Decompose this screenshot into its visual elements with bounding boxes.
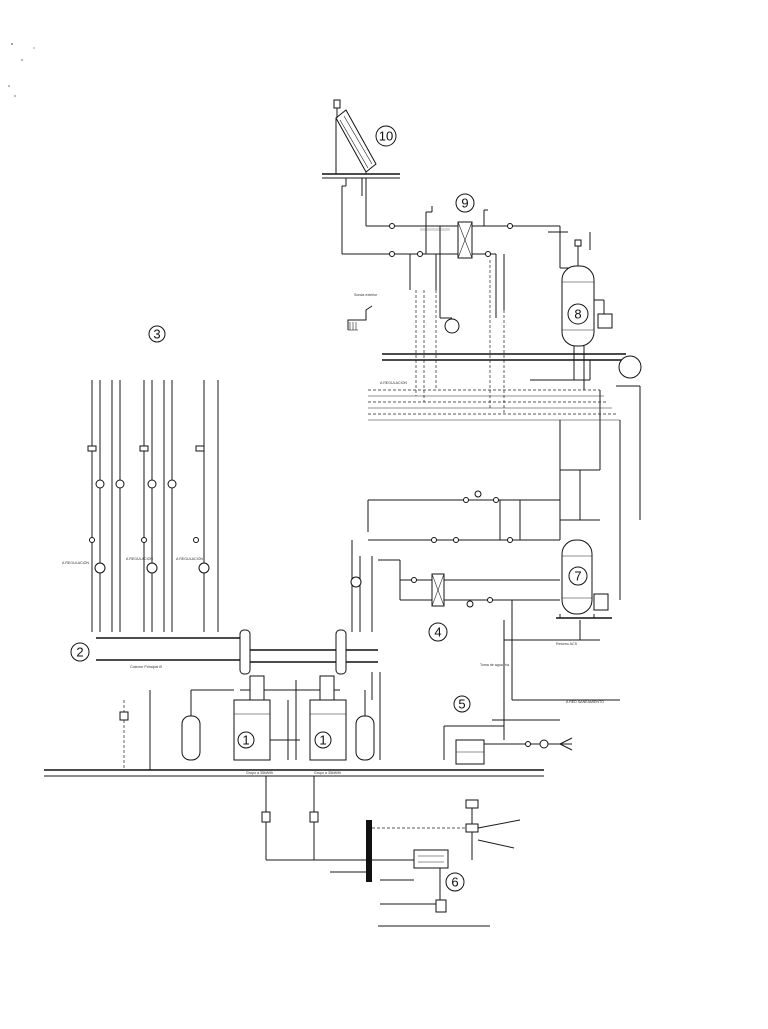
water-treatment: [443, 725, 573, 765]
boiler-a: [233, 675, 300, 761]
callout-2: 2: [70, 642, 90, 662]
heating-circuits: A REGULACION A REGULACION A REGULACION: [62, 380, 219, 632]
callout-9-number: 9: [461, 196, 468, 211]
solar-collector: [322, 99, 400, 254]
saneamiento-label: A RED SANEAMIENTO: [566, 700, 604, 704]
upper-regulation-label: A REGULACION: [380, 381, 407, 385]
callout-2-number: 2: [76, 645, 83, 660]
toma-label: Toma de agua fría: [480, 663, 509, 667]
upper-manifold: [382, 353, 642, 379]
callout-10: 10: [375, 125, 397, 147]
solar-exchanger-group: [342, 206, 570, 334]
callout-9: 9: [455, 193, 475, 213]
callout-4-number: 4: [434, 625, 441, 640]
right-riser-group: [350, 540, 401, 760]
boiler-base: Grupo a 35kW/fh Grupo a 35kW/fh: [44, 690, 544, 777]
callout-10-number: 10: [379, 129, 393, 144]
callout-8: 8: [567, 303, 589, 325]
expansion-vessels: [181, 689, 375, 761]
return-lines: Toma de agua fría Retorno ACS A RED SANE…: [480, 600, 620, 740]
upper-riser-bundle: A REGULACION: [368, 260, 641, 600]
regulation-label-a: A REGULACION: [62, 561, 89, 565]
callout-4: 4: [428, 622, 448, 642]
callout-6: 6: [445, 872, 465, 892]
outdoor-sensor: Sonda exterior: [347, 293, 378, 331]
callout-8-number: 8: [574, 307, 581, 322]
dhw-feed-lines: [367, 469, 600, 608]
group-2-label: Grupo a 35kW/fh: [314, 771, 341, 775]
retorno-label: Retorno ACS: [556, 642, 578, 646]
callout-3-number: 3: [153, 327, 160, 342]
outdoor-sensor-label: Sonda exterior: [354, 293, 378, 297]
callout-6-number: 6: [451, 875, 458, 890]
boiler-b: [295, 675, 347, 761]
main-collector: Colector Principal Ø: [96, 629, 378, 691]
callout-3: 3: [148, 325, 166, 343]
callout-7: 7: [568, 566, 588, 586]
callout-1b-number: 1: [319, 733, 326, 748]
regulation-label-c: A REGULACION: [176, 557, 203, 561]
callout-1a: 1: [237, 731, 255, 749]
group-1-label: Grupo a 35kW/fh: [246, 771, 273, 775]
callout-5-number: 5: [458, 697, 465, 712]
callout-1a-number: 1: [242, 733, 249, 748]
callout-1b: 1: [314, 731, 332, 749]
regulation-label-b: A REGULACION: [126, 557, 153, 561]
gas-supply: [261, 776, 521, 927]
callout-5: 5: [453, 695, 471, 713]
callout-7-number: 7: [574, 569, 581, 584]
collector-label: Colector Principal Ø: [130, 665, 162, 669]
scan-specks: [8, 43, 35, 97]
